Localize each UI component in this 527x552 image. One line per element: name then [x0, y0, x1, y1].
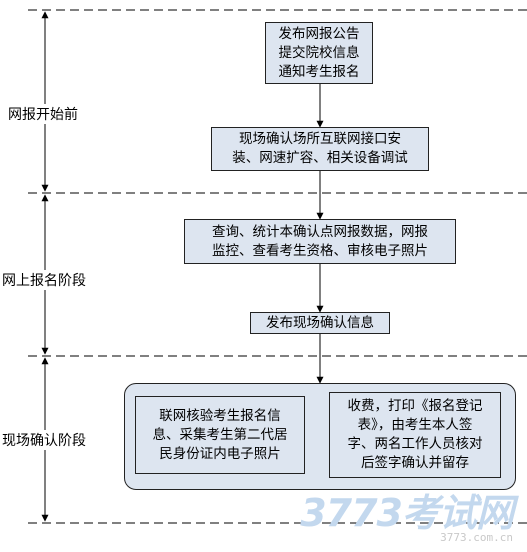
step-line: 收费，打印《报名登记: [347, 398, 483, 414]
step-site-setup: 现场确认场所互联网接口安 装、网速扩容、相关设备调试: [211, 127, 429, 171]
step-line: 装、网速扩容、相关设备调试: [232, 150, 408, 166]
watermark-logo: 3773考试网: [300, 491, 514, 535]
stage-label-online-registration: 网上报名阶段: [2, 270, 86, 290]
watermark: 3773考试网 3773.com.cn: [300, 491, 514, 544]
step-line: 后签字确认并留存: [361, 455, 469, 471]
onsite-confirmation-group: 联网核验考生报名信 息、采集考生第二代居 民身份证内电子照片 收费，打印《报名登…: [124, 383, 516, 490]
step-line: 联网核验考生报名信: [159, 407, 281, 424]
step-line: 通知考生报名: [278, 63, 360, 80]
step-publish-notice: 发布网报公告 提交院校信息 通知考生报名: [265, 22, 373, 84]
step-publish-confirmation-info: 发布现场确认信息: [250, 312, 390, 334]
step-line: 提交院校信息: [278, 44, 360, 61]
step-line: 监控、查看考生资格、审核电子照片: [212, 242, 428, 259]
step-line: 发布现场确认信息: [266, 314, 374, 331]
stage-label-pre-registration: 网报开始前: [8, 104, 78, 124]
step-line: 发布网报公告: [278, 25, 360, 42]
step-line: 民身份证内电子照片: [159, 445, 281, 462]
step-verify-collect-photo: 联网核验考生报名信 息、采集考生第二代居 民身份证内电子照片: [135, 396, 305, 474]
step-fee-print-sign: 收费，打印《报名登记 表》，由考生本人签 字、两名工作人员核对 后签字确认并留存: [329, 392, 501, 478]
step-query-review: 查询、统计本确认点网报数据，网报 监控、查看考生资格、审核电子照片: [184, 219, 456, 264]
step-line: 现场确认场所互联网接口安: [239, 131, 401, 147]
step-line: 息、采集考生第二代居: [152, 426, 288, 443]
step-line: 表》，由考生本人签: [357, 417, 473, 433]
stage-label-onsite-confirmation: 现场确认阶段: [2, 430, 86, 450]
watermark-url: 3773.com.cn: [440, 531, 513, 544]
step-line: 查询、统计本确认点网报数据，网报: [212, 223, 428, 240]
step-line: 字、两名工作人员核对: [347, 436, 483, 452]
